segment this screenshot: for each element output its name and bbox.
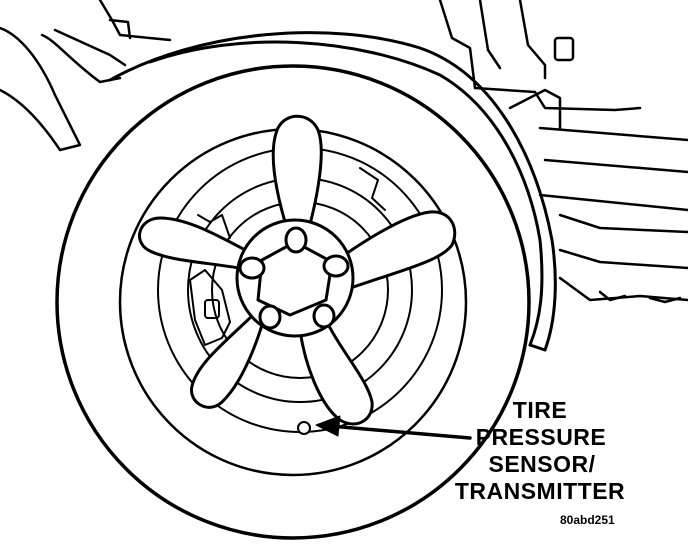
tire-pressure-sensor bbox=[297, 421, 311, 435]
callout-arrow bbox=[315, 415, 472, 440]
callout-label-line-2: PRESSURE bbox=[475, 424, 607, 450]
wheel-spokes bbox=[138, 114, 457, 426]
callout-label-line-4: TRANSMITTER bbox=[454, 478, 626, 504]
fender-flare bbox=[108, 31, 557, 352]
figure-id: 80abd251 bbox=[560, 513, 615, 527]
vehicle-body bbox=[0, 0, 688, 304]
callout-label-line-1: TIRE bbox=[512, 397, 568, 423]
callout-label-line-3: SENSOR/ bbox=[488, 451, 596, 477]
brake-caliper bbox=[189, 167, 386, 346]
